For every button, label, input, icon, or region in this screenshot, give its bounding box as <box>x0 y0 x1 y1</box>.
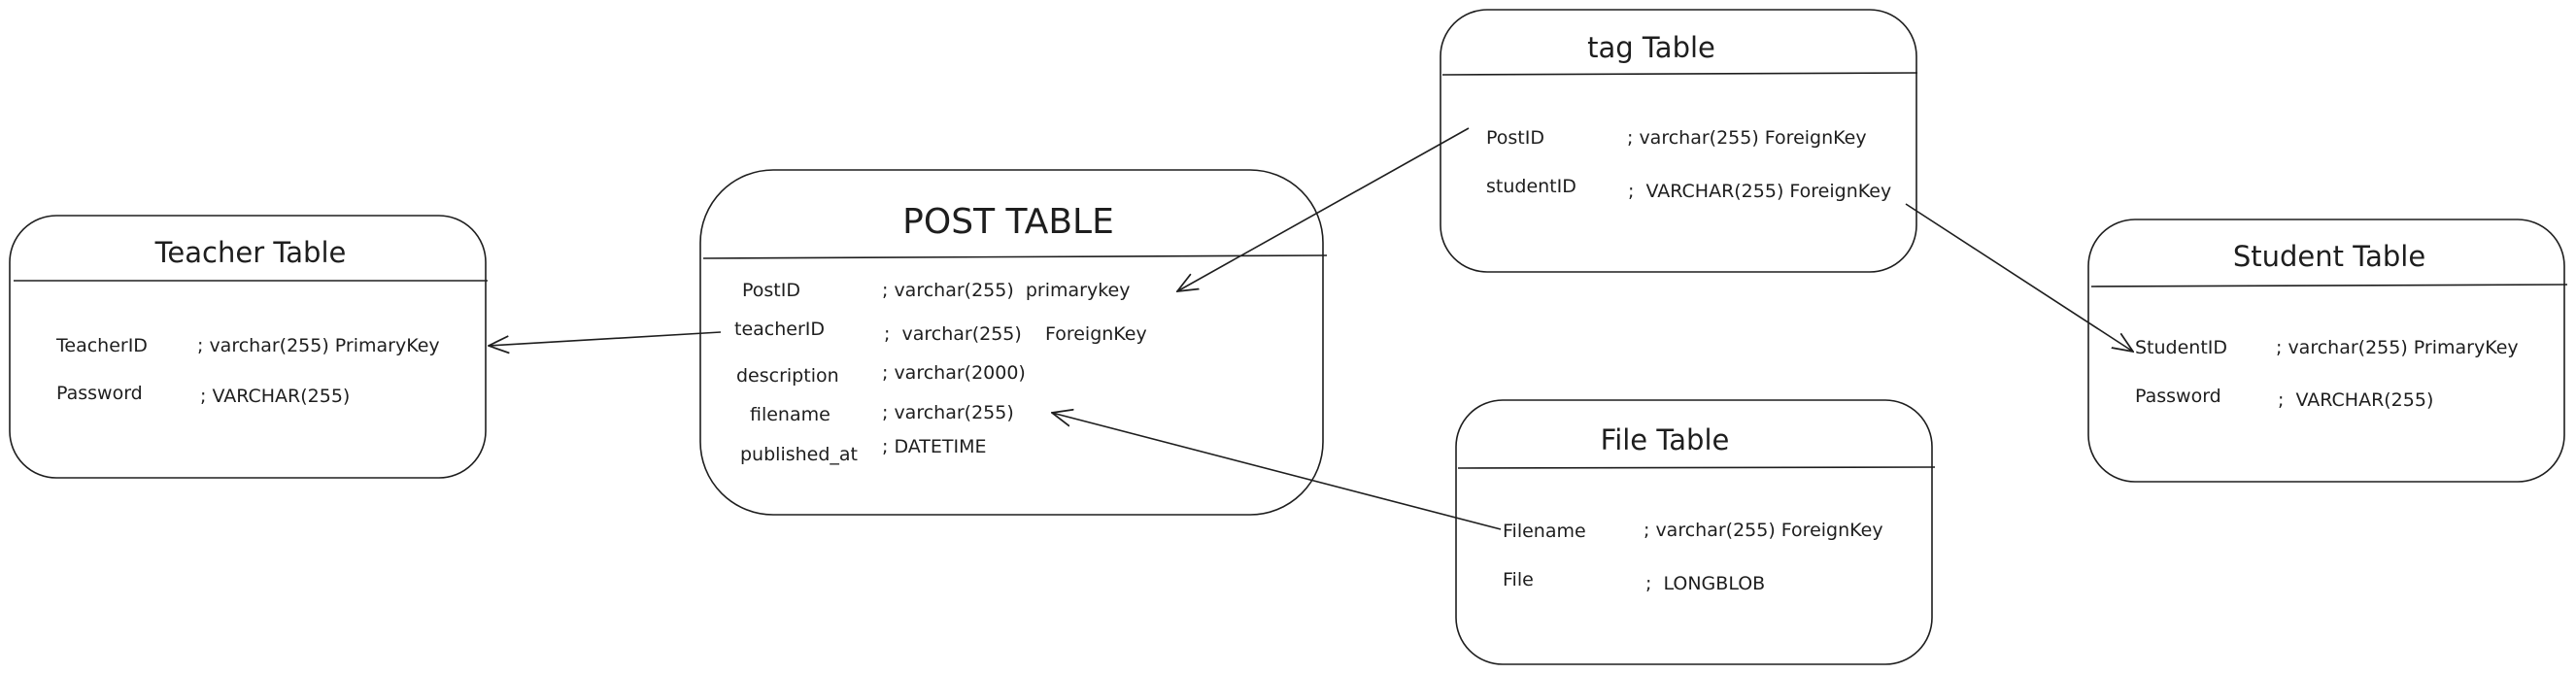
teacher-field-name: Password <box>56 383 143 404</box>
post-field-type: ; varchar(255) ForeignKey <box>884 323 1147 345</box>
post-table-box <box>699 169 1324 516</box>
post-field-name: description <box>736 365 839 387</box>
post-table-header-rule <box>702 254 1328 259</box>
file-table-box <box>1455 399 1933 665</box>
relation-file-to-post-arrow[interactable] <box>1052 413 1502 530</box>
post-field-type: ; varchar(255) <box>882 402 1014 423</box>
post-field-type: ; varchar(255) primarykey <box>882 280 1130 301</box>
tag-table[interactable]: tag Table PostID ; varchar(255) ForeignK… <box>1440 9 1918 273</box>
student-table-header-rule <box>2090 284 2568 287</box>
post-table[interactable]: POST TABLE PostID ; varchar(255) primary… <box>699 169 1328 516</box>
teacher-table-title: Teacher Table <box>154 236 347 269</box>
teacher-field-type: ; varchar(255) PrimaryKey <box>197 335 440 356</box>
post-field-type: ; varchar(2000) <box>882 362 1026 384</box>
tag-field-name: studentID <box>1486 176 1576 197</box>
tag-table-title: tag Table <box>1587 31 1715 64</box>
teacher-field-name: TeacherID <box>55 335 148 356</box>
student-field-name: Password <box>2135 386 2221 407</box>
post-field-name: PostID <box>742 280 800 301</box>
file-field-type: ; varchar(255) ForeignKey <box>1644 520 1883 541</box>
student-table[interactable]: Student Table StudentID ; varchar(255) P… <box>2087 219 2568 483</box>
relation-post-to-teacher-arrow[interactable] <box>489 331 722 346</box>
relation-tag-to-student-arrow[interactable] <box>1905 203 2133 352</box>
post-field-name: published_at <box>740 444 858 465</box>
tag-field-type: ; varchar(255) ForeignKey <box>1627 127 1867 149</box>
post-table-title: POST TABLE <box>902 202 1114 242</box>
tag-table-box <box>1440 9 1917 273</box>
student-table-title: Student Table <box>2233 240 2425 273</box>
student-field-type: ; varchar(255) PrimaryKey <box>2276 337 2519 358</box>
teacher-field-type: ; VARCHAR(255) <box>200 386 350 407</box>
tag-field-type: ; VARCHAR(255) ForeignKey <box>1628 181 1891 202</box>
student-field-type: ; VARCHAR(255) <box>2278 389 2433 411</box>
post-field-type: ; DATETIME <box>882 436 986 457</box>
post-field-name: teacherID <box>734 319 825 340</box>
file-field-name: File <box>1503 569 1534 590</box>
file-table[interactable]: File Table Filename ; varchar(255) Forei… <box>1455 399 1936 665</box>
post-field-name: filename <box>750 404 830 425</box>
relation-tag-to-post-arrow[interactable] <box>1177 127 1470 291</box>
file-field-name: Filename <box>1503 521 1586 542</box>
student-table-box <box>2087 219 2565 483</box>
teacher-table-box <box>9 215 487 479</box>
student-field-name: StudentID <box>2135 337 2227 358</box>
tag-field-name: PostID <box>1486 127 1544 149</box>
file-table-header-rule <box>1457 466 1936 469</box>
tag-table-header-rule <box>1441 72 1918 76</box>
teacher-table[interactable]: Teacher Table TeacherID ; varchar(255) P… <box>9 215 488 479</box>
file-table-title: File Table <box>1601 423 1730 456</box>
file-field-type: ; LONGBLOB <box>1645 573 1765 594</box>
